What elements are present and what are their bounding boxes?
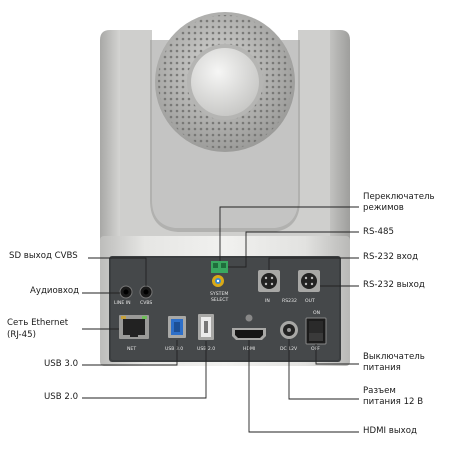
label-sd-cvbs: SD выход CVBS bbox=[9, 251, 78, 261]
leader-usb3 bbox=[82, 340, 178, 366]
panel-label-line-in: LINE IN bbox=[114, 300, 131, 306]
label-mode-switch-2: режимов bbox=[363, 203, 404, 213]
label-ethernet-1: Сеть Ethernet bbox=[7, 318, 69, 328]
leader-lines bbox=[82, 206, 359, 433]
panel-label-rs232: RS232 bbox=[282, 298, 297, 304]
line-in-jack bbox=[119, 285, 133, 299]
leader-rs232-in bbox=[268, 257, 359, 270]
usb2-port bbox=[198, 314, 214, 340]
label-audio-in: Аудиовход bbox=[30, 286, 80, 296]
usb3-port bbox=[168, 316, 186, 338]
panel-label-select: SELECT bbox=[211, 297, 228, 303]
ethernet-port bbox=[119, 315, 149, 339]
panel-label-system: SYSTEM bbox=[210, 291, 228, 297]
panel-label-out: OUT bbox=[305, 298, 315, 304]
leader-power-jack bbox=[288, 339, 359, 400]
panel-label-on: ON bbox=[313, 310, 320, 316]
panel-label-usb3: USB 3.0 bbox=[165, 346, 183, 352]
leader-power-switch bbox=[315, 344, 359, 365]
rear-panel: LINE IN CVBS NET USB 3.0 USB 2.0 bbox=[109, 256, 341, 362]
label-rs232-out: RS-232 выход bbox=[363, 280, 425, 290]
label-usb3: USB 3.0 bbox=[44, 359, 79, 369]
label-power-switch-1: Выключатель bbox=[363, 352, 425, 362]
hdmi-port bbox=[232, 314, 266, 340]
label-mode-switch-1: Переключатель bbox=[363, 192, 435, 202]
label-power-switch-2: питания bbox=[363, 363, 401, 373]
cvbs-jack bbox=[139, 285, 153, 299]
leader-hdmi bbox=[248, 340, 359, 433]
label-rs485: RS-485 bbox=[363, 227, 394, 237]
system-select-dial bbox=[212, 275, 224, 287]
rs232-in-port bbox=[258, 270, 280, 292]
panel-label-net: NET bbox=[127, 346, 136, 352]
label-rs232-in: RS-232 вход bbox=[363, 252, 419, 262]
rs485-terminal bbox=[211, 261, 228, 273]
label-hdmi-out: HDMI выход bbox=[363, 426, 417, 436]
power-rocker-switch bbox=[305, 317, 327, 345]
rs232-out-port bbox=[298, 270, 320, 292]
panel-label-cvbs: CVBS bbox=[140, 300, 152, 306]
label-usb2: USB 2.0 bbox=[44, 392, 79, 402]
camera-head bbox=[155, 12, 295, 152]
label-power-jack-2: питания 12 В bbox=[363, 397, 424, 407]
leader-mode-switch bbox=[219, 206, 359, 261]
label-ethernet-2: (RJ-45) bbox=[7, 330, 36, 340]
leader-sd-cvbs bbox=[88, 257, 147, 286]
dc-power-jack bbox=[280, 321, 298, 339]
leader-usb2 bbox=[82, 341, 207, 399]
label-power-jack-1: Разъем bbox=[363, 386, 396, 396]
leader-rs485 bbox=[228, 231, 359, 268]
panel-label-in: IN bbox=[265, 298, 270, 304]
